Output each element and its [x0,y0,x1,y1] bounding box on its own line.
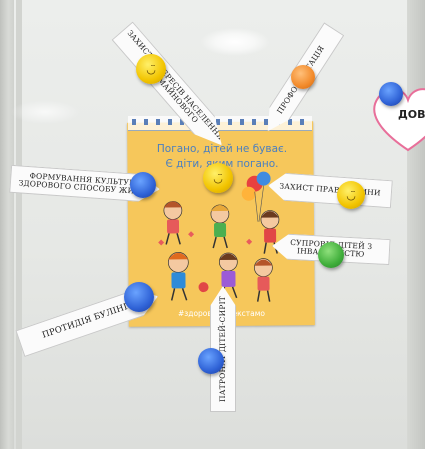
kid-3 [260,210,280,254]
kid-2 [210,204,230,249]
ball [198,282,209,293]
kid-4 [167,252,189,301]
kid-1 [163,201,183,245]
balloon-orange [241,186,256,201]
magnet-yellow-smiley: ◡̈ [203,163,233,193]
poster-title: Погано, дітей не буває. Є діти, яким пог… [140,142,304,172]
poster [127,121,315,327]
magnet-yellow-smiley: ◡̈ [136,54,166,84]
magnet-blue [198,348,224,374]
heart-text: ДОВ [398,108,425,121]
light-reflection [200,28,270,56]
light-reflection-left [10,100,80,124]
magnet-blue [124,282,154,312]
smiley-face-icon: ◡̈ [146,62,156,76]
balloon-blue [256,171,271,186]
smiley-face-icon: ◡̈ [346,188,356,202]
magnet-orange [291,65,315,89]
smiley-face-icon: ◡̈ [213,171,223,185]
poster-binding-holes [132,119,308,125]
board-frame-edge [16,0,22,449]
magnet-green [318,242,344,268]
kid-6 [254,258,273,302]
magnet-blue [130,172,156,198]
poster-title-line1: Погано, дітей не буває. [156,143,288,155]
board-frame-left [0,0,14,449]
board-frame-right [407,0,425,449]
magnet-blue [379,82,403,106]
poster-illustration [158,165,280,302]
magnet-yellow-smiley: ◡̈ [337,181,365,209]
